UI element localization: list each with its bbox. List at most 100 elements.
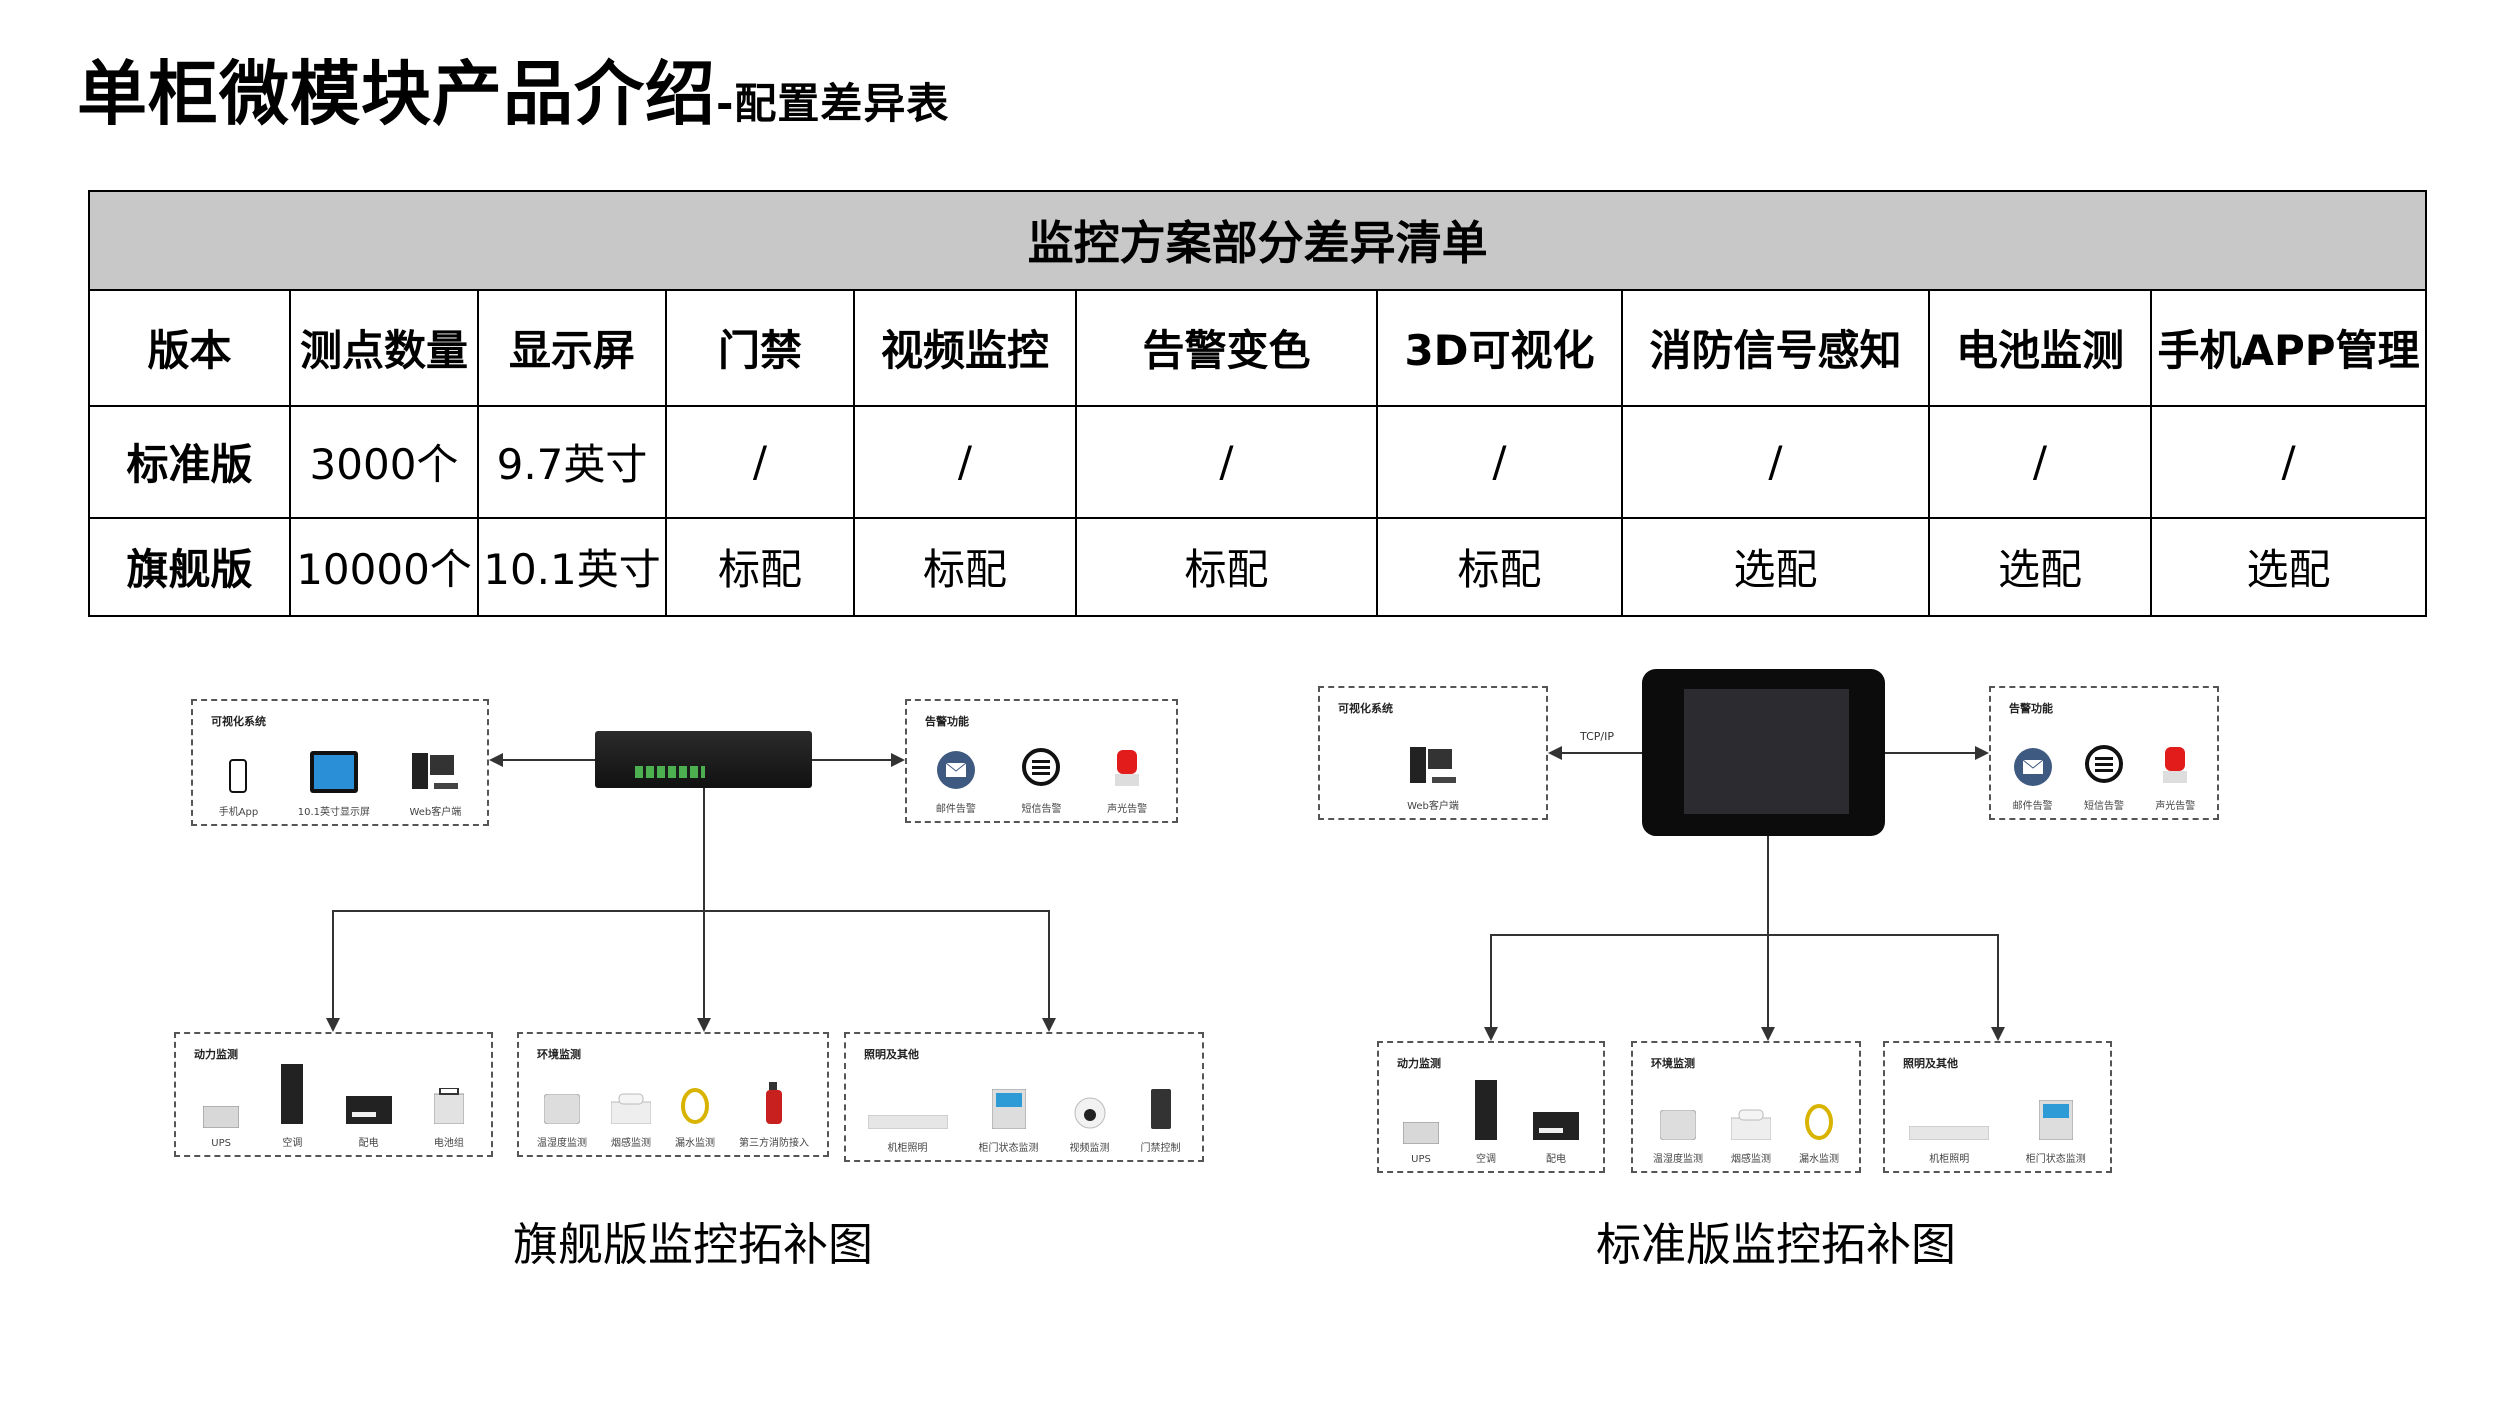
- device-item: 第三方消防接入: [739, 1064, 809, 1149]
- group-title: 可视化系统: [211, 715, 266, 728]
- group-items: 温湿度监测烟感监测漏水监测: [1639, 1073, 1853, 1165]
- table-cell: /: [1621, 404, 1930, 519]
- device-item: 门禁控制: [1141, 1064, 1181, 1154]
- device-label: 邮件告警: [935, 804, 976, 815]
- th-icon: [1659, 1109, 1697, 1144]
- pc-icon: [410, 749, 460, 797]
- device-item: 电池组: [433, 1064, 465, 1149]
- table-cell: /: [1928, 404, 2152, 519]
- device-label: 电池组: [433, 1138, 464, 1149]
- door-icon: [991, 1088, 1026, 1133]
- device-label: 烟感监测: [611, 1138, 651, 1149]
- table-cell: 3000个: [289, 404, 479, 519]
- device-item: 声光告警: [1107, 731, 1147, 815]
- table-cell: /: [853, 404, 1077, 519]
- group-title: 照明及其他: [864, 1048, 919, 1061]
- table-cell: 选配: [1928, 516, 2152, 618]
- version-cell: 旗舰版: [88, 516, 291, 618]
- table-cell: 视频监控: [853, 288, 1077, 407]
- light-icon: [867, 1114, 948, 1133]
- sms-icon: [2084, 745, 2124, 791]
- device-item: UPS: [1402, 1073, 1440, 1165]
- device-label: 漏水监测: [675, 1138, 715, 1149]
- device-item: 配电: [345, 1064, 392, 1149]
- group-title: 动力监测: [194, 1048, 238, 1061]
- table-cell: 10000个: [289, 516, 479, 618]
- table-cell: 消防信号感知: [1621, 288, 1930, 407]
- connector: [703, 788, 705, 1018]
- monitoring-host-device: [595, 731, 812, 788]
- connector: [1562, 752, 1642, 754]
- connector: [1767, 836, 1769, 1027]
- tcp-ip-label: TCP/IP: [1580, 730, 1614, 743]
- smoke-icon: [610, 1092, 652, 1128]
- flagship-power-box: 动力监测 UPS 空调 配电电池组: [174, 1032, 493, 1157]
- device-label: 机柜照明: [887, 1143, 928, 1154]
- connector: [1048, 910, 1050, 1018]
- group-title: 告警功能: [925, 715, 969, 728]
- table-cell: 标配: [1376, 516, 1623, 618]
- host-ports: [635, 766, 705, 778]
- device-label: 空调: [1476, 1154, 1496, 1165]
- group-title: 告警功能: [2009, 702, 2053, 715]
- standard-environment-box: 环境监测温湿度监测烟感监测漏水监测: [1631, 1041, 1861, 1173]
- connector: [1490, 934, 1492, 1027]
- group-title: 环境监测: [1651, 1057, 1695, 1070]
- device-item: 烟感监测: [1730, 1073, 1772, 1165]
- connector: [1997, 934, 1999, 1027]
- device-item: 烟感监测: [610, 1064, 652, 1149]
- device-item: 温湿度监测: [537, 1064, 587, 1149]
- group-items: 机柜照明 柜门状态监测: [1891, 1073, 2104, 1165]
- device-item: 柜门状态监测: [979, 1064, 1039, 1154]
- device-label: 声光告警: [2155, 801, 2196, 812]
- flagship-environment-box: 环境监测温湿度监测烟感监测漏水监测第三方消防接入: [517, 1032, 829, 1157]
- ac-icon: [281, 1064, 304, 1128]
- group-items: UPS 空调 配电: [1385, 1073, 1597, 1165]
- table-cell: 选配: [2149, 516, 2428, 618]
- device-item: 温湿度监测: [1653, 1073, 1703, 1165]
- device-item: 空调: [1475, 1073, 1497, 1165]
- device-label: 温湿度监测: [1653, 1154, 1703, 1165]
- group-items: 温湿度监测烟感监测 漏水监测 第三方消防接入: [525, 1064, 821, 1149]
- device-label: 邮件告警: [2012, 801, 2053, 812]
- group-items: 邮件告警短信告警声光告警: [913, 731, 1170, 815]
- group-items: UPS 空调 配电电池组: [182, 1064, 485, 1149]
- device-item: 邮件告警: [2013, 718, 2053, 812]
- device-label: 机柜照明: [1929, 1154, 1970, 1165]
- table-cell: /: [2149, 404, 2428, 519]
- connector: [1491, 934, 1999, 936]
- ac-icon: [1475, 1080, 1497, 1144]
- standard-caption: 标准版监控拓补图: [1595, 1218, 1957, 1271]
- title-sub: -配置差异表: [716, 79, 950, 128]
- pc-icon: [1408, 743, 1458, 791]
- device-item: UPS: [202, 1064, 240, 1149]
- standard-other-box: 照明及其他机柜照明柜门状态监测: [1883, 1041, 2112, 1173]
- device-label: 声光告警: [1107, 804, 1148, 815]
- sms-icon: [1021, 748, 1061, 794]
- device-item: 手机App: [218, 731, 259, 818]
- device-item: 机柜照明: [1908, 1073, 1990, 1165]
- table-cell: /: [665, 404, 855, 519]
- arrow-down-icon: [697, 1018, 711, 1032]
- device-label: 空调: [282, 1138, 303, 1149]
- device-label: UPS: [1411, 1154, 1431, 1165]
- device-item: 机柜照明: [867, 1064, 948, 1154]
- device-item: 柜门状态监测: [2026, 1073, 2086, 1165]
- mail-icon: [2013, 747, 2053, 791]
- mail-icon: [936, 750, 976, 794]
- device-label: 柜门状态监测: [2025, 1154, 2086, 1165]
- pdu-icon: [345, 1096, 392, 1128]
- connector: [812, 759, 892, 761]
- device-label: 手机App: [218, 807, 259, 818]
- title-main: 单柜微模块产品介绍: [77, 53, 716, 135]
- arrow-down-icon: [1042, 1018, 1056, 1032]
- device-label: 柜门状态监测: [978, 1143, 1039, 1154]
- device-item: 配电: [1533, 1073, 1579, 1165]
- device-item: 10.1英寸显示屏: [298, 731, 370, 818]
